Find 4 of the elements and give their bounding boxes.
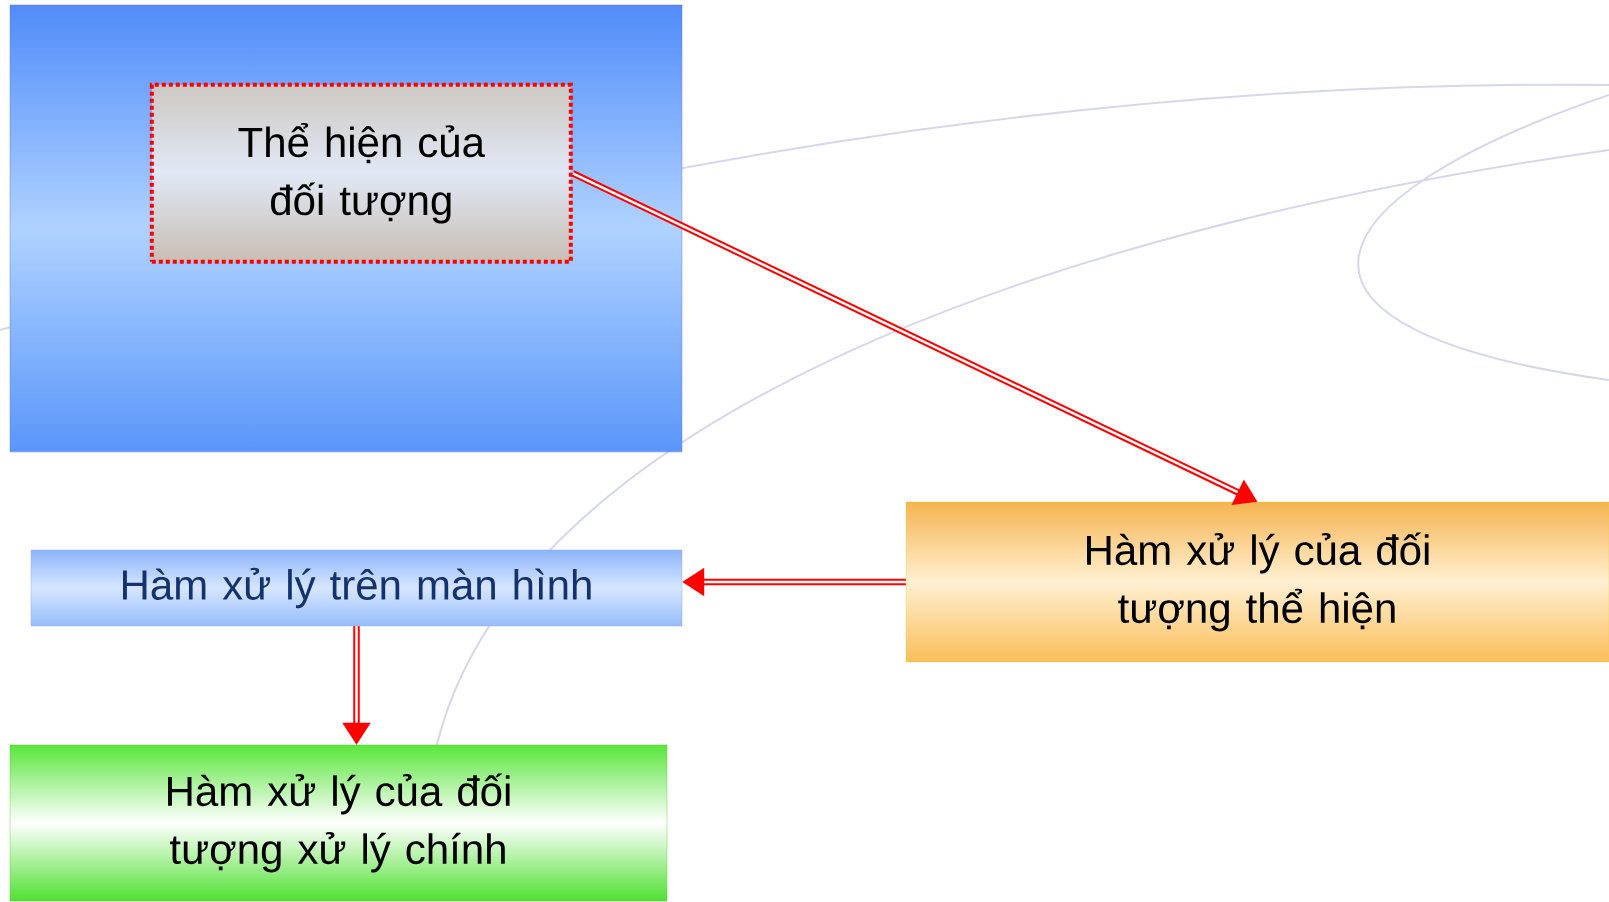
process-box: Hàm xử lý của đối tượng xử lý chính (9, 744, 668, 902)
process-box: Hàm xử lý của đối tượng thể hiện (905, 501, 1609, 663)
process-box: Hàm xử lý trên màn hình (30, 549, 683, 627)
process-box: Thể hiện của đối tượng (149, 82, 573, 264)
